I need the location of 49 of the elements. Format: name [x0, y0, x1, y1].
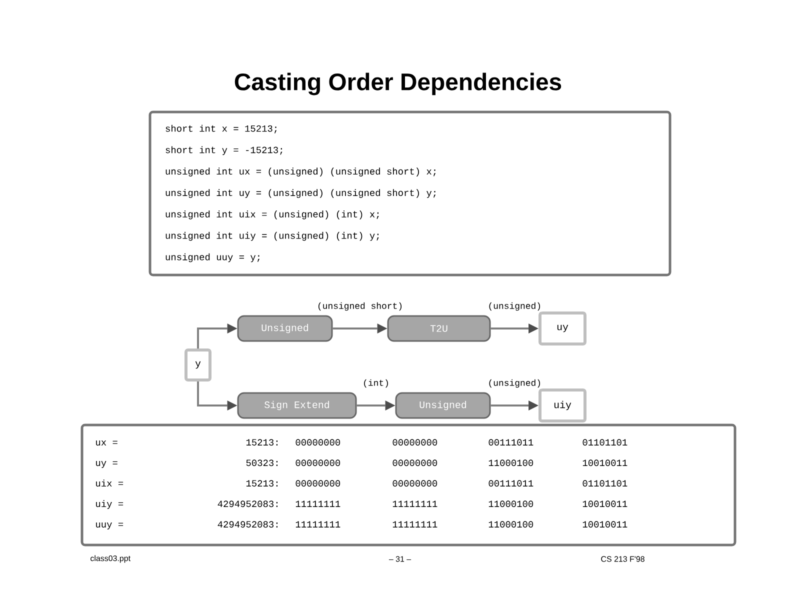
operation-box: Unsigned [237, 315, 333, 342]
table-cell: 50323: [246, 460, 278, 466]
variable-box: uy [538, 312, 586, 346]
table-cell: uix = [96, 480, 124, 487]
table-cell: 01101101 [582, 439, 628, 446]
arrow [197, 324, 238, 348]
table-cell: 11111111 [392, 500, 438, 507]
operation-box: Unsigned [395, 392, 491, 419]
table-cell: 11000100 [488, 500, 534, 508]
table-cell: 11111111 [392, 521, 438, 528]
title: Casting Order Dependencies [234, 72, 562, 96]
table-cell: ux = [96, 440, 118, 446]
table-cell: 15213: [246, 480, 278, 487]
table-cell: 11111111 [296, 521, 340, 528]
edge-label: (int) [364, 379, 388, 388]
table-cell: 11000100 [488, 521, 534, 528]
arrow [490, 324, 538, 334]
code-box: short int x = 15213; short int y = -15213; unsigned int ux = (unsigned) (unsigned short) x; unsigned int uy = (unsigned) (unsigned short) y; unsigned int uix = (unsigned) (int) x; unsigned int uiy = (unsigned) (int) y; unsigned uuy = y; [148, 110, 672, 276]
operation-box: Sign Extend [237, 392, 357, 419]
table-cell: 00000000 [296, 460, 340, 466]
table-cell: 10010011 [582, 460, 628, 466]
table-cell: 00000000 [392, 439, 438, 446]
table-cell: 00000000 [296, 439, 340, 446]
variable-box: y [184, 348, 212, 382]
table-cell: 15213: [246, 439, 278, 446]
operation-box: T2U [387, 315, 491, 342]
table-cell: uy = [96, 460, 118, 468]
table-cell: 4294952083: [218, 521, 278, 528]
table-cell: 4294952083: [218, 500, 278, 508]
edge-label: (unsigned short) [318, 302, 402, 311]
arrow [197, 382, 238, 410]
table-cell: 00000000 [392, 460, 438, 466]
table-cell: 00000000 [296, 480, 340, 487]
arrow [332, 324, 388, 334]
table-cell: 10010011 [582, 521, 628, 528]
table-cell: 10010011 [582, 500, 628, 508]
table-cell: uiy = [96, 500, 124, 509]
table-cell: 01101101 [582, 480, 628, 487]
edge-label: (unsigned) [489, 379, 540, 388]
table-cell: 11111111 [296, 500, 340, 507]
variable-box: uiy [538, 388, 586, 422]
edge-label: (unsigned) [489, 302, 540, 311]
arrow [356, 400, 396, 410]
table-cell: 00000000 [392, 480, 438, 487]
table-cell: 00111011 [488, 439, 534, 446]
table-cell: uuy = [96, 522, 124, 530]
table-cell: 00111011 [488, 480, 534, 487]
table-cell: 11000100 [488, 460, 534, 466]
arrow [490, 400, 538, 410]
